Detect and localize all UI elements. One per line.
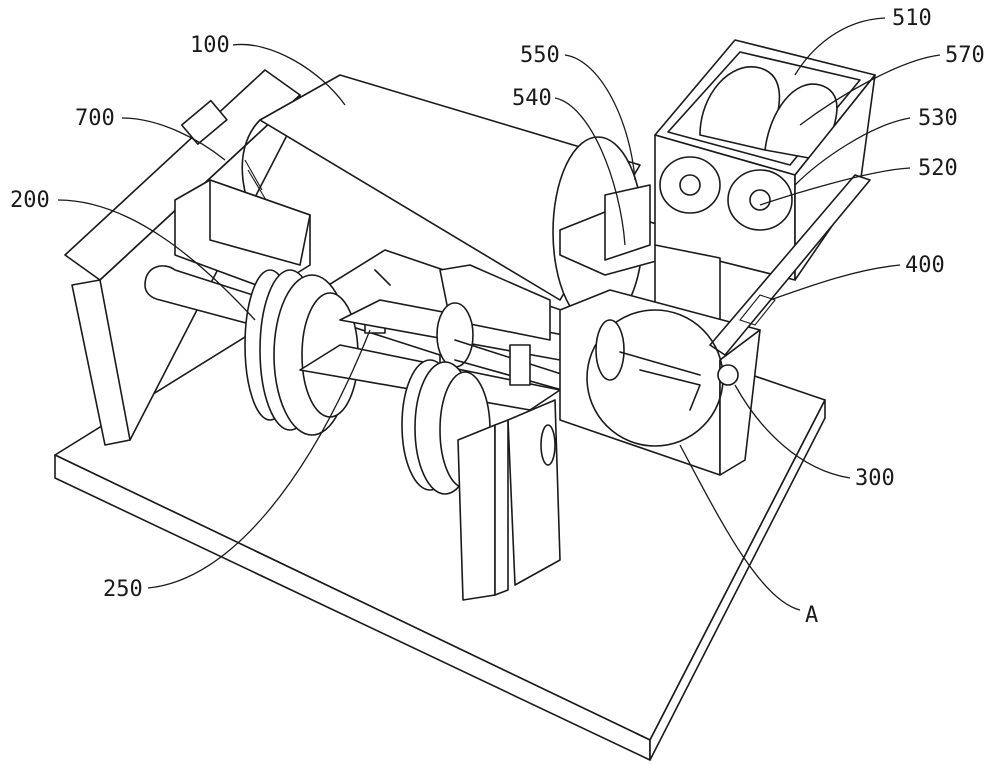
label-510: 510 [892, 6, 932, 31]
detail-circle-a [586, 309, 739, 447]
label-570: 570 [945, 43, 985, 68]
inner-block [174, 179, 311, 291]
label-530: 530 [918, 106, 958, 131]
label-300: 300 [855, 466, 895, 491]
label-a: A [805, 603, 818, 628]
hopper-510 [654, 39, 876, 281]
label-100: 100 [190, 33, 230, 58]
reference-labels: 100 700 200 250 550 540 510 570 530 520 … [10, 6, 985, 628]
left-support-frame [64, 69, 301, 446]
label-250: 250 [103, 577, 143, 602]
middle-shaft [401, 264, 581, 495]
label-550: 550 [520, 43, 560, 68]
label-200: 200 [10, 188, 50, 213]
label-540: 540 [512, 86, 552, 111]
belt-400 [709, 174, 871, 356]
label-700: 700 [75, 106, 115, 131]
label-400: 400 [905, 253, 945, 278]
leader-lines [57, 17, 941, 611]
block-540-550 [559, 184, 661, 276]
label-520: 520 [918, 156, 958, 181]
front-bearing-plates [457, 399, 561, 601]
